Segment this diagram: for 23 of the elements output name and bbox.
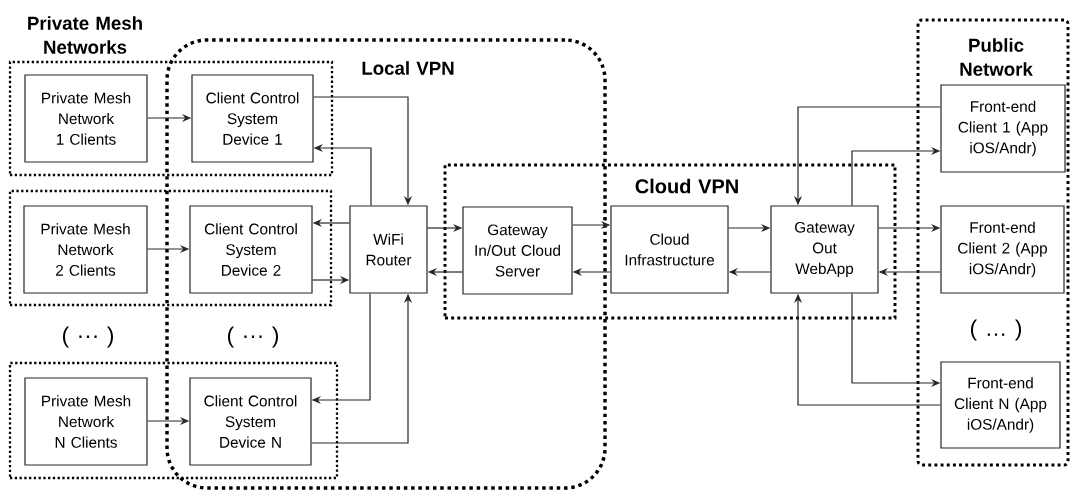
group-heading: Private Mesh Networks	[28, 16, 142, 54]
process-box: Front-end Client N (App iOS/Andr)	[940, 361, 1061, 449]
process-box: Gateway Out WebApp	[770, 205, 879, 294]
region-heading: Local VPN	[362, 61, 454, 75]
boundary-region	[8, 189, 333, 307]
ellipsis-text: ( ··· )	[228, 326, 278, 348]
process-box: Client Control System Device 1	[191, 74, 314, 163]
process-box: Gateway In/Out Cloud Server	[462, 206, 573, 295]
boundary-region	[8, 60, 334, 177]
ellipsis-text: ( ··· )	[63, 326, 113, 348]
boundary-region	[8, 361, 339, 480]
process-box: Client Control System Device 2	[189, 205, 313, 294]
process-box: Private Mesh Network 2 Clients	[23, 205, 148, 294]
process-box: Front-end Client 1 (App iOS/Andr)	[940, 84, 1066, 173]
ellipsis-text: ( … )	[970, 319, 1022, 341]
process-box: WiFi Router	[349, 205, 428, 294]
process-box: Private Mesh Network N Clients	[24, 377, 148, 466]
region-heading: Public Network	[960, 38, 1033, 76]
process-box: Cloud Infrastructure	[610, 205, 729, 294]
process-box: Front-end Client 2 (App iOS/Andr)	[940, 205, 1065, 294]
process-box: Client Control System Device N	[189, 377, 312, 466]
region-heading: Cloud VPN	[635, 178, 738, 194]
process-box: Private Mesh Network 1 Clients	[24, 74, 148, 163]
